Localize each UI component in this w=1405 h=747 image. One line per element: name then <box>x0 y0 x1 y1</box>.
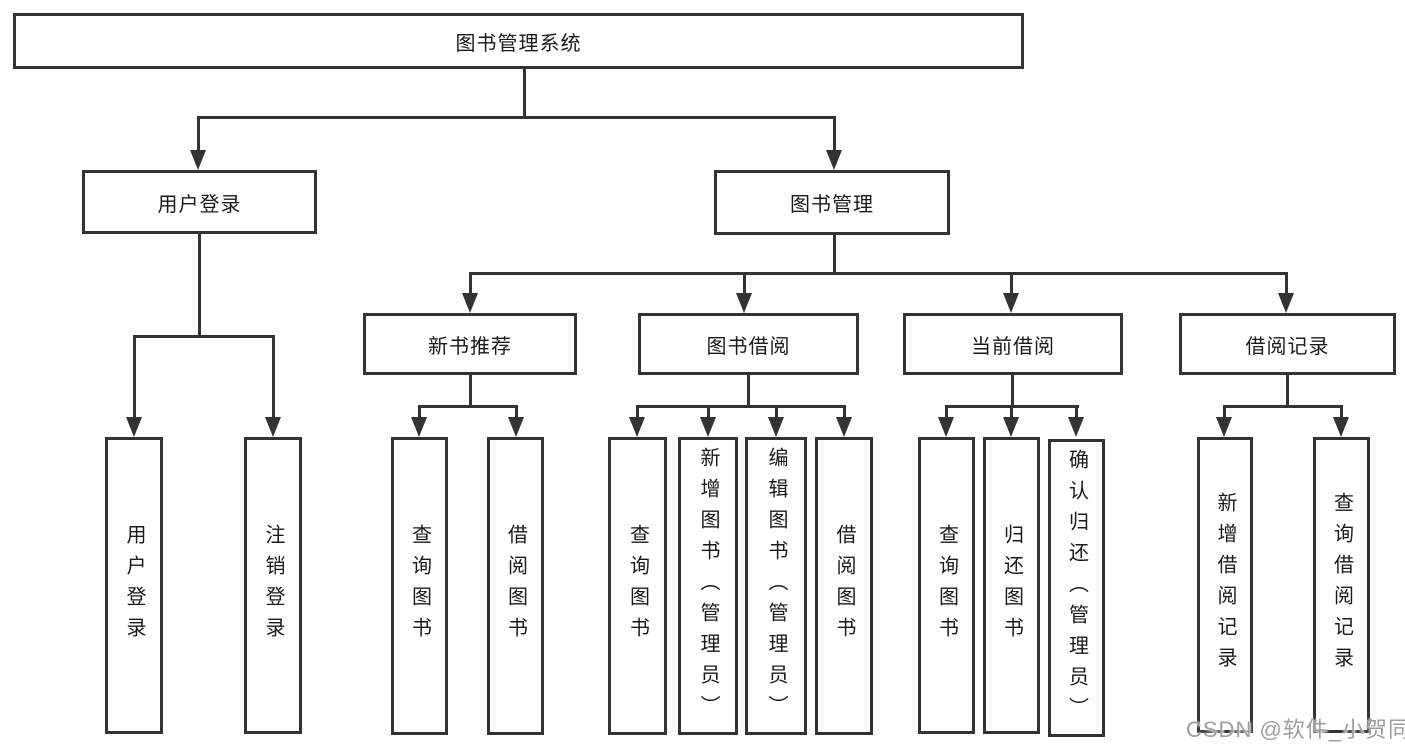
arrowhead-down-icon <box>1003 417 1019 437</box>
leaf-current-query: 查询图书 <box>918 437 975 734</box>
connector-vertical <box>272 335 275 419</box>
node-new-book-recommend-label: 新书推荐 <box>428 335 512 358</box>
node-root: 图书管理系统 <box>13 13 1024 69</box>
node-book-management: 图书管理 <box>714 170 950 235</box>
leaf-records-query-label: 查询借阅记录 <box>1330 492 1353 678</box>
connector-vertical <box>418 405 421 419</box>
connector-vertical <box>1223 405 1226 419</box>
connector-horizontal <box>636 405 846 408</box>
leaf-current-confirm: 确认归还（管理员） <box>1048 439 1105 737</box>
arrowhead-down-icon <box>629 417 645 437</box>
connector-vertical <box>747 375 750 408</box>
connector-vertical <box>833 116 836 152</box>
arrowhead-down-icon <box>462 293 478 313</box>
arrowhead-down-icon <box>836 417 852 437</box>
connector-horizontal <box>469 272 1288 275</box>
arrowhead-down-icon <box>768 417 784 437</box>
connector-vertical <box>775 405 778 419</box>
node-borrow-records: 借阅记录 <box>1179 313 1396 375</box>
leaf-records-add: 新增借阅记录 <box>1197 437 1253 733</box>
leaf-records-query: 查询借阅记录 <box>1313 437 1370 733</box>
arrowhead-down-icon <box>126 417 142 437</box>
connector-vertical <box>1340 405 1343 419</box>
connector-vertical <box>707 405 710 419</box>
connector-vertical <box>1285 272 1288 296</box>
connector-vertical <box>1075 405 1078 419</box>
connector-vertical <box>133 335 136 419</box>
arrowhead-down-icon <box>1068 417 1084 437</box>
node-user-login: 用户登录 <box>82 170 317 234</box>
leaf-current-query-label: 查询图书 <box>935 523 958 648</box>
leaf-borrow-edit: 编辑图书（管理员） <box>745 437 807 735</box>
connector-horizontal <box>133 335 275 338</box>
leaf-borrow-add-label: 新增图书（管理员） <box>697 446 719 726</box>
connector-vertical <box>843 405 846 419</box>
node-new-book-recommend: 新书推荐 <box>363 313 577 375</box>
leaf-newbook-borrow: 借阅图书 <box>487 437 544 735</box>
leaf-current-confirm-label: 确认归还（管理员） <box>1065 448 1088 728</box>
node-book-management-label: 图书管理 <box>790 194 874 216</box>
arrowhead-down-icon <box>700 417 716 437</box>
node-current-borrow: 当前借阅 <box>903 313 1123 375</box>
node-book-borrow: 图书借阅 <box>638 313 859 375</box>
connector-horizontal <box>418 405 518 408</box>
connector-vertical <box>469 272 472 296</box>
connector-vertical <box>523 69 526 118</box>
leaf-current-return: 归还图书 <box>983 437 1040 734</box>
arrowhead-down-icon <box>826 150 842 170</box>
arrowhead-down-icon <box>938 417 954 437</box>
leaf-newbook-query: 查询图书 <box>391 437 448 735</box>
arrowhead-down-icon <box>265 417 281 437</box>
node-root-label: 图书管理系统 <box>455 32 582 55</box>
leaf-newbook-borrow-label: 借阅图书 <box>504 524 527 648</box>
connector-vertical <box>198 233 201 338</box>
arrowhead-down-icon <box>411 417 427 437</box>
leaf-borrow-borrow: 借阅图书 <box>815 437 873 735</box>
connector-vertical <box>945 405 948 419</box>
leaf-newbook-query-label: 查询图书 <box>408 524 431 648</box>
arrowhead-down-icon <box>1216 417 1232 437</box>
connector-vertical <box>1011 375 1014 408</box>
arrowhead-down-icon <box>1278 293 1294 313</box>
leaf-borrow-query-label: 查询图书 <box>626 524 649 648</box>
connector-vertical <box>469 375 472 408</box>
arrowhead-down-icon <box>736 293 752 313</box>
connector-vertical <box>1010 405 1013 419</box>
connector-vertical <box>515 405 518 419</box>
leaf-logout-label: 注销登录 <box>262 523 284 648</box>
leaf-borrow-borrow-label: 借阅图书 <box>833 524 855 648</box>
arrowhead-down-icon <box>508 417 524 437</box>
leaf-borrow-add: 新增图书（管理员） <box>678 437 738 735</box>
node-borrow-records-label: 借阅记录 <box>1245 335 1330 358</box>
leaf-borrow-query: 查询图书 <box>608 437 667 735</box>
node-user-login-label: 用户登录 <box>157 193 242 216</box>
connector-vertical <box>197 116 200 152</box>
node-book-borrow-label: 图书借阅 <box>706 335 791 358</box>
leaf-user-login: 用户登录 <box>105 437 163 734</box>
node-current-borrow-label: 当前借阅 <box>971 335 1055 358</box>
leaf-current-return-label: 归还图书 <box>1000 523 1023 648</box>
connector-horizontal <box>1223 405 1343 408</box>
connector-vertical <box>1010 272 1013 296</box>
leaf-records-add-label: 新增借阅记录 <box>1214 492 1236 678</box>
leaf-logout: 注销登录 <box>244 437 302 734</box>
arrowhead-down-icon <box>1333 417 1349 437</box>
connector-vertical <box>743 272 746 296</box>
connector-vertical <box>1286 375 1289 408</box>
csdn-watermark: CSDN @软件_小贺同学 <box>1186 717 1405 742</box>
arrowhead-down-icon <box>1003 293 1019 313</box>
leaf-borrow-edit-label: 编辑图书（管理员） <box>765 446 787 726</box>
connector-vertical <box>833 235 836 275</box>
arrowhead-down-icon <box>190 150 206 170</box>
connector-horizontal <box>197 116 836 119</box>
connector-vertical <box>636 405 639 419</box>
leaf-user-login-label: 用户登录 <box>123 523 145 648</box>
